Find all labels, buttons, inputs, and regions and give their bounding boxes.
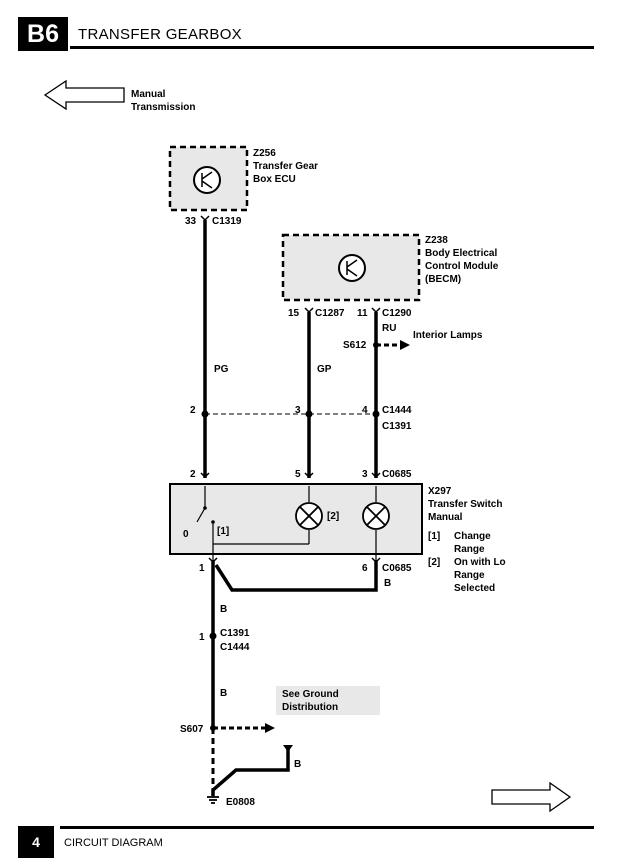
z238-becm-box xyxy=(281,233,421,302)
s612-label: S612 xyxy=(343,340,367,351)
c1444-dot-1 xyxy=(201,410,209,418)
ground-incoming-wire xyxy=(211,748,290,796)
c1444-pin-1: 2 xyxy=(190,405,196,416)
z238-name-2: Control Module xyxy=(425,261,499,272)
c1444-pin-3: 4 xyxy=(362,405,368,416)
inline-conn-dot xyxy=(209,632,217,640)
z238-pin-a: 15 xyxy=(288,308,300,319)
note-2-line-2: Range xyxy=(454,570,485,581)
lamp-ref-2: [2] xyxy=(327,511,339,522)
c1444-pin-2: 3 xyxy=(295,405,301,416)
ground-ref-line-2: Distribution xyxy=(282,702,338,713)
next-page-arrow[interactable] xyxy=(491,781,572,813)
wire-ru: RU xyxy=(382,323,396,334)
earth-label: E0808 xyxy=(226,797,255,808)
wire-pg: PG xyxy=(214,364,229,375)
switch-ref-1: [1] xyxy=(217,526,229,537)
prev-page-label-2: Transmission xyxy=(131,102,195,113)
inline-conn-pin: 1 xyxy=(199,632,205,643)
z238-conn-a: C1287 xyxy=(315,308,345,319)
x297-bottom-pin-6: 6 xyxy=(362,563,368,574)
bottom-connector-ticks xyxy=(208,557,381,564)
prev-page-label-1: Manual xyxy=(131,89,166,100)
x297-bottom-pin-1: 1 xyxy=(199,563,205,574)
x297-name-1: Transfer Switch xyxy=(428,499,502,510)
s612-arrow-icon xyxy=(400,340,410,350)
s612-destination: Interior Lamps xyxy=(413,330,483,341)
page-number-badge: 4 xyxy=(18,826,54,858)
ground-ref-box[interactable] xyxy=(276,686,380,715)
z238-name-3: (BECM) xyxy=(425,274,461,285)
z256-connector: C1319 xyxy=(212,216,242,227)
wire-b-return: B xyxy=(384,578,391,589)
ground-incoming-arrow-icon xyxy=(283,745,293,752)
note-1-ref: [1] xyxy=(428,531,440,542)
z256-code: Z256 xyxy=(253,148,276,159)
z238-code: Z238 xyxy=(425,235,448,246)
earth-icon xyxy=(207,796,219,804)
x297-name-2: Manual xyxy=(428,512,463,523)
c1444-name: C1444 xyxy=(382,405,412,416)
x297-internal-switch xyxy=(196,486,377,560)
z256-name-2: Box ECU xyxy=(253,174,296,185)
z238-pin-b: 11 xyxy=(357,308,368,319)
wire-b-ground: B xyxy=(294,759,301,770)
prev-page-arrow[interactable] xyxy=(43,79,125,111)
switch-position: 0 xyxy=(183,529,189,540)
c0685-pin-2: 5 xyxy=(295,469,301,480)
c0685-name: C0685 xyxy=(382,469,412,480)
z256-pin: 33 xyxy=(185,216,197,227)
wire-b-upper: B xyxy=(220,604,227,615)
wire-gp: GP xyxy=(317,364,332,375)
header-rule xyxy=(70,46,594,49)
c0685-pin-3: 3 xyxy=(362,469,368,480)
inline-conn-name-b: C1444 xyxy=(220,642,250,653)
z238-name-1: Body Electrical xyxy=(425,248,497,259)
note-1-line-1: Change xyxy=(454,531,491,542)
footer-rule xyxy=(60,826,594,829)
note-1-line-2: Range xyxy=(454,544,485,555)
section-code-badge: B6 xyxy=(18,17,68,51)
main-wires xyxy=(203,220,378,478)
c0685-pin-1: 2 xyxy=(190,469,196,480)
note-2-line-3: Selected xyxy=(454,583,495,594)
s607-arrow-icon xyxy=(265,723,275,733)
z256-ecu-box xyxy=(168,145,249,212)
x297-code: X297 xyxy=(428,486,452,497)
connector-ticks xyxy=(200,215,381,479)
z256-name-1: Transfer Gear xyxy=(253,161,318,172)
x297-bottom-conn: C0685 xyxy=(382,563,412,574)
ground-ref-line-1: See Ground xyxy=(282,689,339,700)
lamp-1-icon xyxy=(295,502,323,530)
note-2-line-1: On with Lo xyxy=(454,557,506,568)
switch-pivot xyxy=(203,506,207,510)
z238-conn-b: C1290 xyxy=(382,308,412,319)
c1391-name: C1391 xyxy=(382,421,412,432)
wire-b-lower: B xyxy=(220,688,227,699)
inline-conn-name-a: C1391 xyxy=(220,628,250,639)
note-2-ref: [2] xyxy=(428,557,440,568)
ground-wires xyxy=(211,560,378,728)
switch-contact xyxy=(211,520,215,524)
c1444-dot-3 xyxy=(372,410,380,418)
footer-title: CIRCUIT DIAGRAM xyxy=(64,837,163,849)
page-title: TRANSFER GEARBOX xyxy=(78,26,242,43)
c1444-dot-2 xyxy=(305,410,313,418)
s607-label: S607 xyxy=(180,724,204,735)
lamp-2-icon xyxy=(362,502,390,530)
